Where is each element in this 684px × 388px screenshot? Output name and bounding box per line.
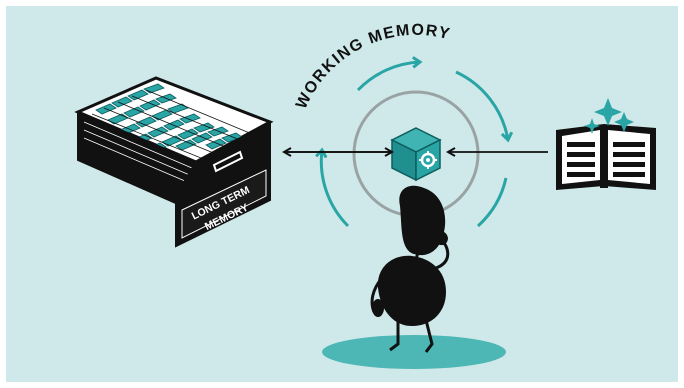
ground-shadow xyxy=(322,335,506,369)
open-book-icon xyxy=(556,124,656,190)
cube-gear-icon xyxy=(392,128,440,180)
